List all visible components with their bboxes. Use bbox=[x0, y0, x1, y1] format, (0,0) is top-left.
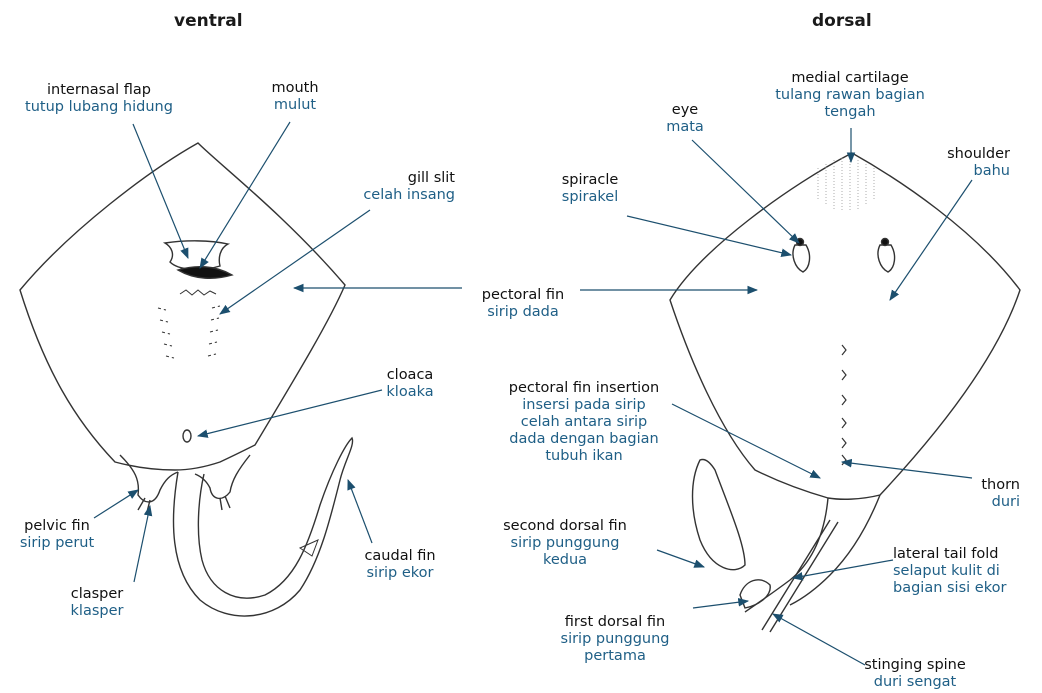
dorsal-disc-outline bbox=[669, 152, 1021, 500]
label-stinging-spine-id: duri sengat bbox=[873, 674, 957, 690]
label-thorn: thorn duri bbox=[940, 477, 1020, 511]
ventral-cloaca bbox=[182, 429, 192, 443]
ventral-mouth-flap bbox=[162, 240, 231, 271]
label-pectoral-fin-insertion-id-3: dada dengan bagian bbox=[509, 431, 659, 447]
label-clasper: clasper klasper bbox=[52, 586, 142, 620]
label-pelvic-fin-id: sirip perut bbox=[19, 535, 95, 551]
label-internasal-flap-en: internasal flap bbox=[47, 82, 151, 98]
label-gill-slit-en: gill slit bbox=[407, 170, 455, 186]
label-medial-cartilage-id-2: tengah bbox=[824, 104, 876, 120]
dorsal-stinging-spine bbox=[761, 519, 839, 633]
label-caudal-fin-en: caudal fin bbox=[364, 548, 436, 564]
arrow-clasper bbox=[133, 504, 153, 583]
arrow-second-dorsal-fin bbox=[656, 549, 706, 568]
dorsal-second-fin bbox=[691, 458, 746, 571]
ventral-mouth bbox=[176, 266, 234, 279]
arrow-gill-slit bbox=[219, 209, 371, 315]
label-second-dorsal-fin-id-1: sirip punggung bbox=[510, 535, 620, 551]
label-mouth-en: mouth bbox=[271, 80, 319, 96]
label-lateral-tail-fold-id-2: bagian sisi ekor bbox=[893, 580, 1007, 596]
ventral-gill-slits bbox=[157, 305, 221, 359]
label-medial-cartilage-en: medial cartilage bbox=[791, 70, 909, 86]
arrow-lateral-tail-fold bbox=[791, 559, 894, 581]
label-cloaca: cloaca kloaka bbox=[370, 367, 450, 401]
label-spiracle-en: spiracle bbox=[561, 172, 619, 188]
label-cloaca-id: kloaka bbox=[386, 384, 434, 400]
label-spiracle: spiracle spirakel bbox=[540, 172, 640, 206]
label-pectoral-fin-id: sirip dada bbox=[487, 304, 559, 320]
label-second-dorsal-fin: second dorsal fin sirip punggung kedua bbox=[470, 518, 660, 569]
label-caudal-fin-id: sirip ekor bbox=[366, 565, 434, 581]
label-lateral-tail-fold-id-1: selaput kulit di bbox=[893, 563, 1000, 579]
dorsal-tail bbox=[744, 494, 881, 613]
label-clasper-en: clasper bbox=[70, 586, 124, 602]
arrow-shoulder bbox=[889, 179, 973, 301]
label-pelvic-fin: pelvic fin sirip perut bbox=[2, 518, 112, 552]
dorsal-title: dorsal bbox=[812, 11, 872, 31]
label-eye-en: eye bbox=[671, 102, 699, 118]
dorsal-medial-cartilage bbox=[817, 158, 875, 212]
label-gill-slit: gill slit celah insang bbox=[320, 170, 455, 204]
label-pelvic-fin-en: pelvic fin bbox=[24, 518, 90, 534]
label-cloaca-en: cloaca bbox=[386, 367, 434, 383]
label-second-dorsal-fin-en: second dorsal fin bbox=[503, 518, 627, 534]
ventral-pelvic-fins bbox=[119, 454, 251, 503]
label-lateral-tail-fold-en: lateral tail fold bbox=[893, 546, 999, 562]
label-shoulder-en: shoulder bbox=[947, 146, 1010, 162]
arrow-eye bbox=[691, 139, 800, 244]
arrow-first-dorsal-fin bbox=[692, 597, 750, 609]
label-pectoral-fin-insertion-id-1: insersi pada sirip bbox=[522, 397, 646, 413]
dorsal-first-fin bbox=[739, 579, 771, 609]
arrow-thorn bbox=[840, 458, 973, 479]
arrow-mouth bbox=[199, 121, 291, 269]
label-thorn-id: duri bbox=[991, 494, 1020, 510]
label-mouth-id: mulut bbox=[273, 97, 317, 113]
label-internasal-flap-id: tutup lubang hidung bbox=[25, 99, 173, 115]
label-medial-cartilage: medial cartilage tulang rawan bagian ten… bbox=[735, 70, 965, 121]
label-stinging-spine-en: stinging spine bbox=[864, 657, 966, 673]
dorsal-eyes bbox=[792, 237, 896, 273]
label-thorn-en: thorn bbox=[981, 477, 1020, 493]
label-medial-cartilage-id-1: tulang rawan bagian bbox=[775, 87, 925, 103]
dorsal-thorns bbox=[841, 344, 847, 466]
label-mouth: mouth mulut bbox=[250, 80, 340, 114]
arrow-pectoral-fin-insertion bbox=[671, 403, 821, 479]
label-first-dorsal-fin-id-2: pertama bbox=[584, 648, 646, 664]
arrow-caudal-fin bbox=[347, 478, 373, 544]
ventral-disc-outline bbox=[19, 142, 346, 471]
label-pectoral-fin: pectoral fin sirip dada bbox=[458, 287, 588, 321]
label-clasper-id: klasper bbox=[70, 603, 124, 619]
label-pectoral-fin-insertion: pectoral fin insertion insersi pada siri… bbox=[484, 380, 684, 465]
arrow-cloaca bbox=[196, 389, 383, 438]
label-shoulder: shoulder bahu bbox=[920, 146, 1010, 180]
label-pectoral-fin-en: pectoral fin bbox=[481, 287, 565, 303]
arrow-spiracle bbox=[626, 215, 793, 257]
label-pectoral-fin-insertion-id-4: tubuh ikan bbox=[545, 448, 623, 464]
label-shoulder-id: bahu bbox=[973, 163, 1010, 179]
label-eye-id: mata bbox=[666, 119, 704, 135]
arrow-stinging-spine bbox=[772, 613, 866, 666]
label-gill-slit-id: celah insang bbox=[363, 187, 455, 203]
label-spiracle-id: spirakel bbox=[561, 189, 619, 205]
label-stinging-spine: stinging spine duri sengat bbox=[845, 657, 985, 691]
leader-arrows bbox=[93, 121, 973, 666]
label-pectoral-fin-insertion-en: pectoral fin insertion bbox=[508, 380, 660, 396]
label-caudal-fin: caudal fin sirip ekor bbox=[350, 548, 450, 582]
label-first-dorsal-fin-id-1: sirip punggung bbox=[560, 631, 670, 647]
ventral-tail bbox=[172, 436, 354, 617]
label-first-dorsal-fin: first dorsal fin sirip punggung pertama bbox=[540, 614, 690, 665]
label-pectoral-fin-insertion-id-2: celah antara sirip bbox=[520, 414, 648, 430]
ventral-title: ventral bbox=[174, 11, 243, 31]
label-eye: eye mata bbox=[650, 102, 720, 136]
label-lateral-tail-fold: lateral tail fold selaput kulit di bagia… bbox=[893, 546, 1033, 597]
arrow-internasal-flap bbox=[132, 123, 189, 259]
label-second-dorsal-fin-id-2: kedua bbox=[542, 552, 588, 568]
arrow-pelvic-fin bbox=[93, 489, 139, 519]
label-first-dorsal-fin-en: first dorsal fin bbox=[564, 614, 666, 630]
label-internasal-flap: internasal flap tutup lubang hidung bbox=[4, 82, 194, 116]
